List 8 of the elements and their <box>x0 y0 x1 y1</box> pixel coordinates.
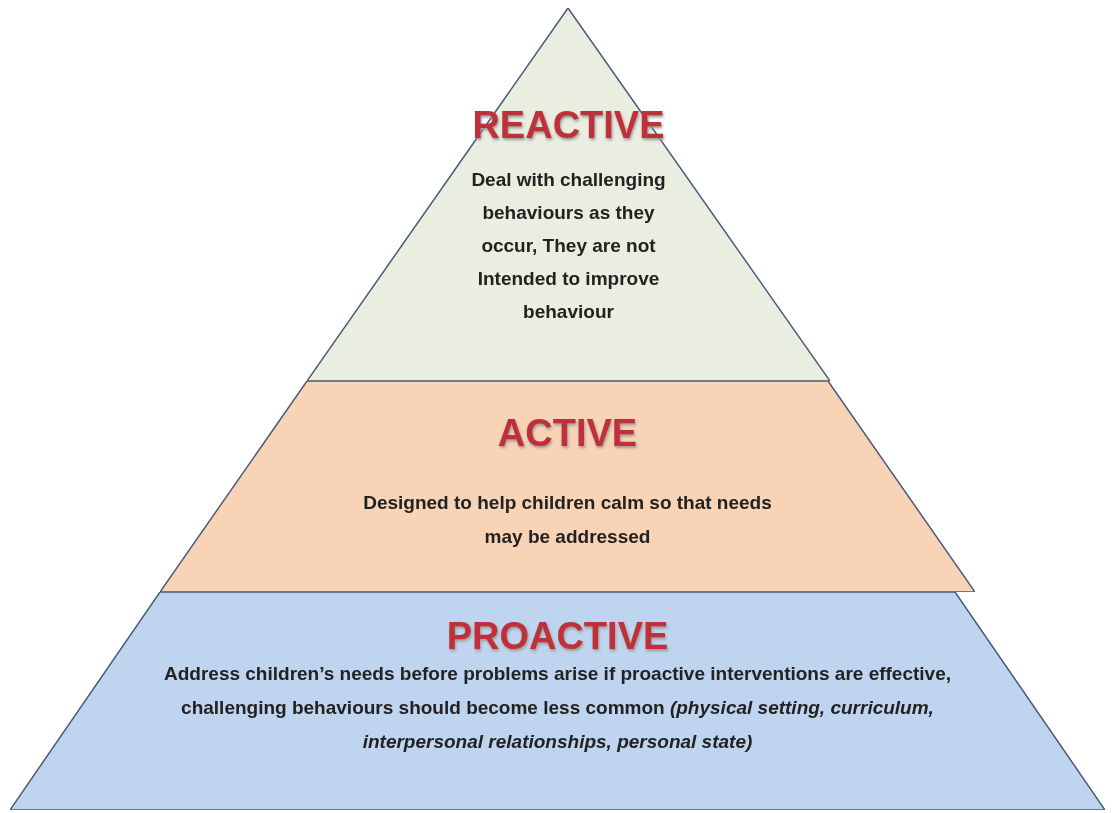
pyramid-tier <box>307 8 830 381</box>
pyramid-tier <box>10 592 1105 810</box>
tier-description: Deal with challenging behaviours as they occur, They are not Intended to improve behaviour <box>470 168 667 324</box>
tier-heading: PROACTIVE <box>446 614 669 658</box>
tier-description: Address children’s needs before problems arise if proactive interventions are effective, challenging behaviours should become less common (physical setting, curriculum, interpersonal relationships, personal state) <box>163 662 952 754</box>
pyramid-tier <box>160 381 975 592</box>
tier-description: Designed to help children calm so that needs may be addressed <box>362 491 773 549</box>
tier-heading: ACTIVE <box>497 411 638 455</box>
